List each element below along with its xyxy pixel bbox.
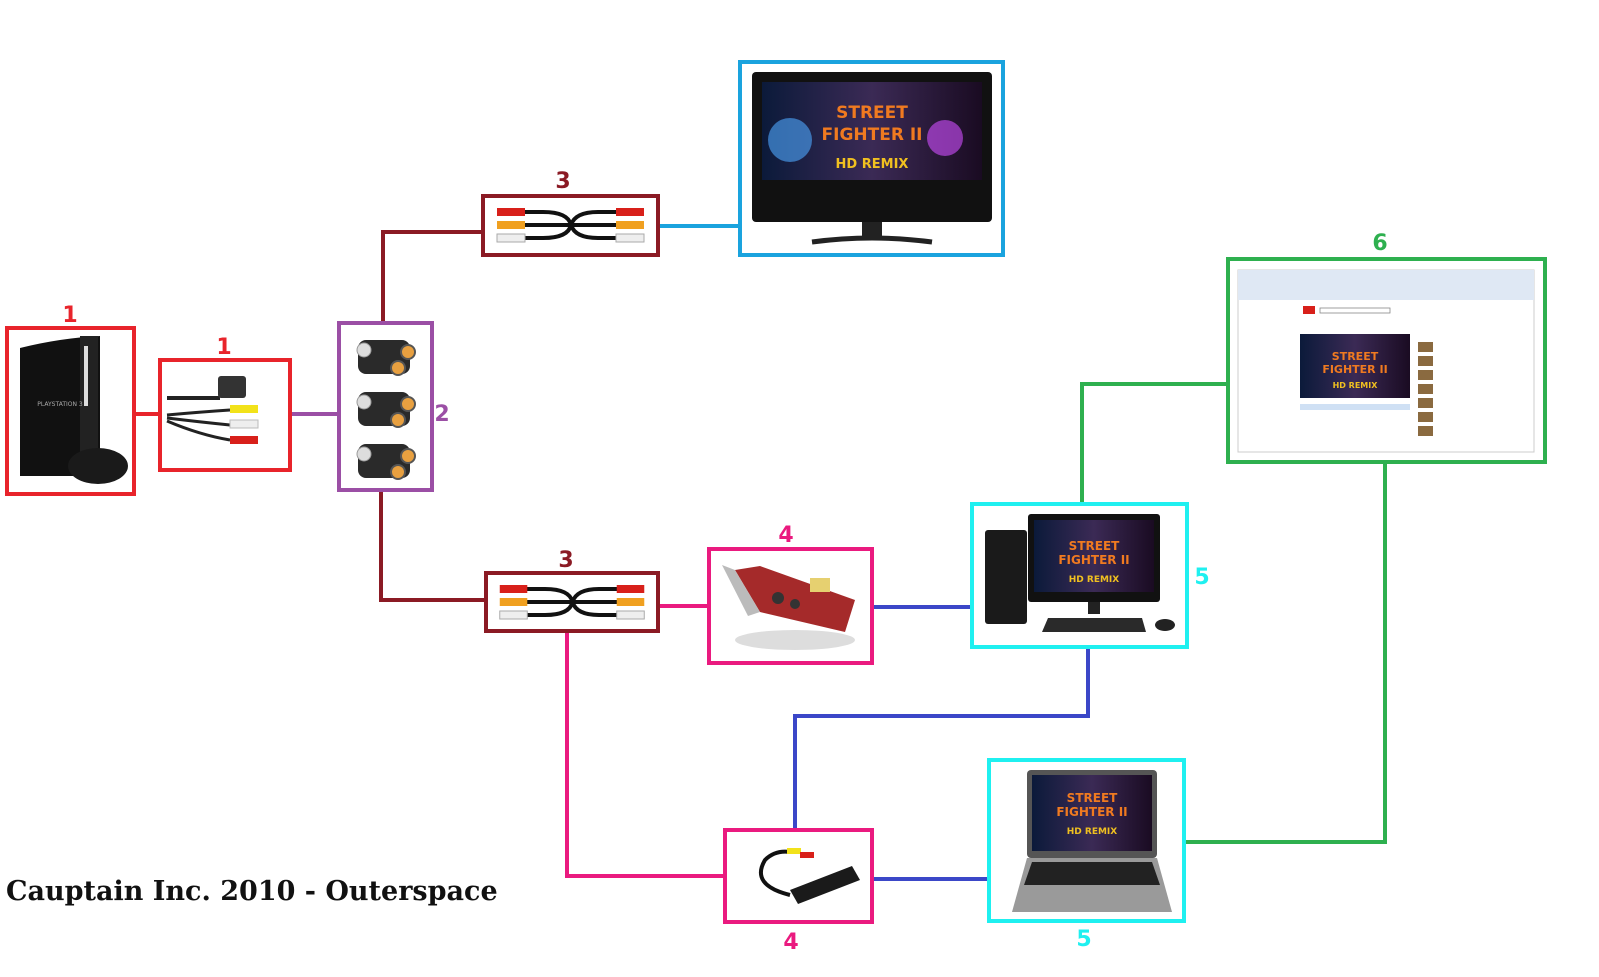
footer-credit: Cauptain Inc. 2010 - Outerspace	[6, 876, 498, 907]
svg-text:FIGHTER II: FIGHTER II	[1056, 805, 1127, 819]
av-cable-node	[158, 358, 292, 472]
svg-text:HD REMIX: HD REMIX	[836, 157, 909, 172]
ps3-node: PLAYSTATION 3	[5, 326, 136, 496]
browser-screenshot-node: STREET FIGHTER II HD REMIX	[1226, 257, 1547, 464]
label-ps3: 1	[62, 303, 77, 328]
svg-text:STREET: STREET	[1069, 539, 1120, 553]
svg-text:HD REMIX: HD REMIX	[1067, 827, 1118, 837]
svg-text:HD REMIX: HD REMIX	[1069, 575, 1120, 585]
svg-text:FIGHTER II: FIGHTER II	[822, 125, 923, 145]
desktop-pc-node: STREET FIGHTER II HD REMIX	[970, 502, 1189, 649]
svg-text:PLAYSTATION 3: PLAYSTATION 3	[37, 401, 83, 408]
capture-card-node	[707, 547, 874, 665]
label-browser: 6	[1372, 231, 1387, 256]
link-adapter-rca-top	[381, 230, 483, 323]
controller-icon	[68, 448, 128, 484]
rca-cable-top-node	[481, 194, 660, 257]
svg-text:STREET: STREET	[1332, 350, 1379, 363]
link-adapter-rca-bottom	[379, 490, 486, 602]
label-av-cable: 1	[216, 335, 231, 360]
mouse-icon	[1155, 619, 1175, 631]
link-desktop-browser	[1080, 382, 1228, 504]
label-rca-bottom: 3	[558, 548, 573, 573]
label-desktop: 5	[1194, 565, 1209, 590]
laptop-node: STREET FIGHTER II HD REMIX	[987, 758, 1186, 923]
svg-text:FIGHTER II: FIGHTER II	[1322, 363, 1387, 376]
tv-node: STREET FIGHTER II HD REMIX	[738, 60, 1005, 257]
link-browser-laptop	[1184, 462, 1387, 844]
label-usb-capture: 4	[783, 930, 798, 955]
svg-text:HD REMIX: HD REMIX	[1333, 381, 1379, 390]
label-capture-card: 4	[778, 523, 793, 548]
keyboard-icon	[1024, 862, 1160, 885]
link-desktop-usb	[793, 647, 1090, 830]
label-rca-top: 3	[555, 169, 570, 194]
tower-icon	[985, 530, 1027, 624]
svg-text:STREET: STREET	[1067, 791, 1118, 805]
rca-cable-bottom-node	[484, 571, 661, 634]
keyboard-icon	[1042, 618, 1146, 632]
adapter-node	[337, 321, 434, 492]
svg-text:STREET: STREET	[836, 103, 908, 123]
svg-text:FIGHTER II: FIGHTER II	[1058, 553, 1129, 567]
usb-capture-node	[723, 828, 874, 924]
label-adapter: 2	[434, 402, 449, 427]
label-laptop: 5	[1076, 927, 1091, 952]
link-rca-usb	[565, 631, 725, 878]
